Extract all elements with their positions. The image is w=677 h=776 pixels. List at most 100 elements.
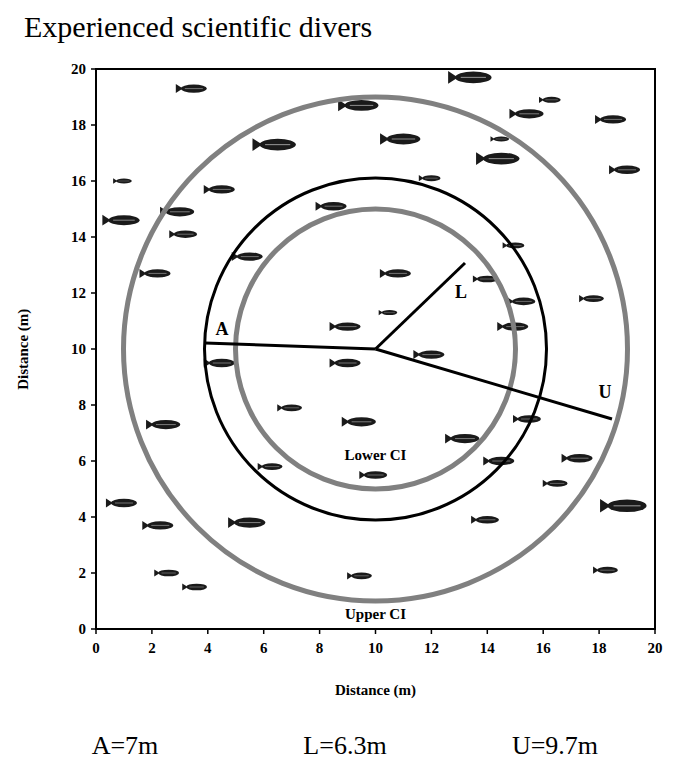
fish bbox=[252, 138, 295, 151]
fish-body bbox=[281, 404, 302, 411]
fish-stripe bbox=[618, 169, 636, 170]
x-tick bbox=[207, 629, 209, 634]
fish-tail bbox=[379, 310, 383, 315]
fish-stripe bbox=[325, 206, 343, 207]
x-tick bbox=[319, 629, 321, 634]
chart-title: Experienced scientific divers bbox=[24, 10, 372, 43]
fish-stripe bbox=[492, 461, 510, 462]
fish-body bbox=[364, 471, 387, 479]
fish-stripe bbox=[177, 234, 193, 235]
fish-body bbox=[335, 359, 361, 367]
x-tick-label: 12 bbox=[424, 640, 439, 657]
fish-body bbox=[597, 567, 618, 574]
fish-stripe bbox=[148, 273, 166, 274]
fish-stripe bbox=[496, 139, 507, 140]
fish bbox=[539, 97, 561, 103]
fish-tail bbox=[330, 359, 337, 368]
x-tick-label: 16 bbox=[536, 640, 551, 657]
fish-tail bbox=[579, 295, 585, 302]
fish-tail bbox=[419, 175, 424, 181]
fish-stripe bbox=[113, 220, 135, 221]
y-tick-label: 8 bbox=[79, 397, 87, 414]
fish-tail bbox=[562, 454, 569, 463]
fish-tail bbox=[476, 152, 486, 165]
y-tick-label: 0 bbox=[79, 621, 87, 638]
y-tick-label: 16 bbox=[71, 173, 86, 190]
fish bbox=[142, 521, 173, 530]
fish bbox=[413, 350, 444, 359]
fish-body bbox=[422, 175, 440, 181]
fish-tail bbox=[277, 404, 283, 411]
x-tick-label: 14 bbox=[480, 640, 495, 657]
fish-body bbox=[483, 153, 519, 165]
fish-tail bbox=[490, 136, 494, 141]
fish-tail bbox=[473, 275, 479, 282]
fish-stripe bbox=[265, 144, 290, 145]
fish-tail bbox=[509, 109, 517, 119]
fish bbox=[330, 322, 361, 331]
fish bbox=[562, 454, 593, 463]
fish-body bbox=[614, 166, 640, 174]
fish-body bbox=[147, 521, 173, 529]
plot-frame bbox=[96, 69, 655, 629]
fish-body bbox=[567, 454, 593, 462]
fish bbox=[507, 297, 535, 305]
fish-tail bbox=[445, 434, 453, 444]
x-tick-label: 0 bbox=[92, 640, 100, 657]
radius-label: U bbox=[597, 383, 614, 403]
x-tick bbox=[431, 629, 433, 634]
y-tick bbox=[91, 124, 96, 126]
fish bbox=[139, 269, 170, 278]
axis-ticks bbox=[91, 69, 655, 634]
fish-tail bbox=[539, 97, 544, 103]
fish-tail bbox=[176, 84, 183, 93]
fish-stripe bbox=[479, 519, 495, 520]
fish bbox=[342, 417, 376, 427]
fish-body bbox=[583, 295, 604, 302]
fish bbox=[146, 420, 180, 430]
fish-tail bbox=[497, 322, 504, 331]
fish-stripe bbox=[354, 575, 368, 576]
y-tick-label: 6 bbox=[79, 453, 87, 470]
y-tick bbox=[91, 68, 96, 70]
fish-body bbox=[259, 139, 295, 151]
y-tick-label: 14 bbox=[71, 229, 86, 246]
fish-body bbox=[262, 463, 283, 470]
x-tick bbox=[487, 629, 489, 634]
y-tick-label: 20 bbox=[71, 61, 86, 78]
fish-body bbox=[321, 202, 347, 210]
fish-body bbox=[111, 499, 137, 507]
fish-body bbox=[181, 84, 207, 92]
x-tick-label: 6 bbox=[260, 640, 268, 657]
fish bbox=[176, 84, 207, 93]
fish bbox=[102, 215, 139, 226]
value-label: A=7m bbox=[92, 732, 159, 761]
fish bbox=[600, 499, 647, 513]
fish-tail bbox=[142, 521, 149, 530]
fish-body bbox=[158, 570, 179, 577]
fish bbox=[113, 178, 132, 183]
fish-tail bbox=[595, 115, 602, 124]
fish-tail bbox=[146, 420, 154, 430]
fish-stripe bbox=[489, 158, 514, 159]
fish-tail bbox=[413, 350, 420, 359]
fish-stripe bbox=[213, 363, 231, 364]
fish-tail bbox=[228, 517, 236, 528]
fish-tail bbox=[543, 480, 549, 487]
y-tick bbox=[91, 292, 96, 294]
fish bbox=[380, 269, 411, 278]
fish bbox=[106, 499, 137, 508]
fish bbox=[513, 415, 541, 423]
fish-body bbox=[608, 500, 647, 513]
fish-stripe bbox=[422, 354, 440, 355]
fish bbox=[476, 152, 519, 165]
fish bbox=[277, 404, 302, 411]
x-tick bbox=[263, 629, 265, 634]
y-tick-label: 4 bbox=[79, 509, 87, 526]
fish bbox=[232, 252, 263, 261]
x-axis-title: Distance (m) bbox=[335, 682, 416, 699]
fish-stripe bbox=[480, 279, 494, 280]
fish-stripe bbox=[516, 301, 532, 302]
fish-stripe bbox=[213, 189, 231, 190]
